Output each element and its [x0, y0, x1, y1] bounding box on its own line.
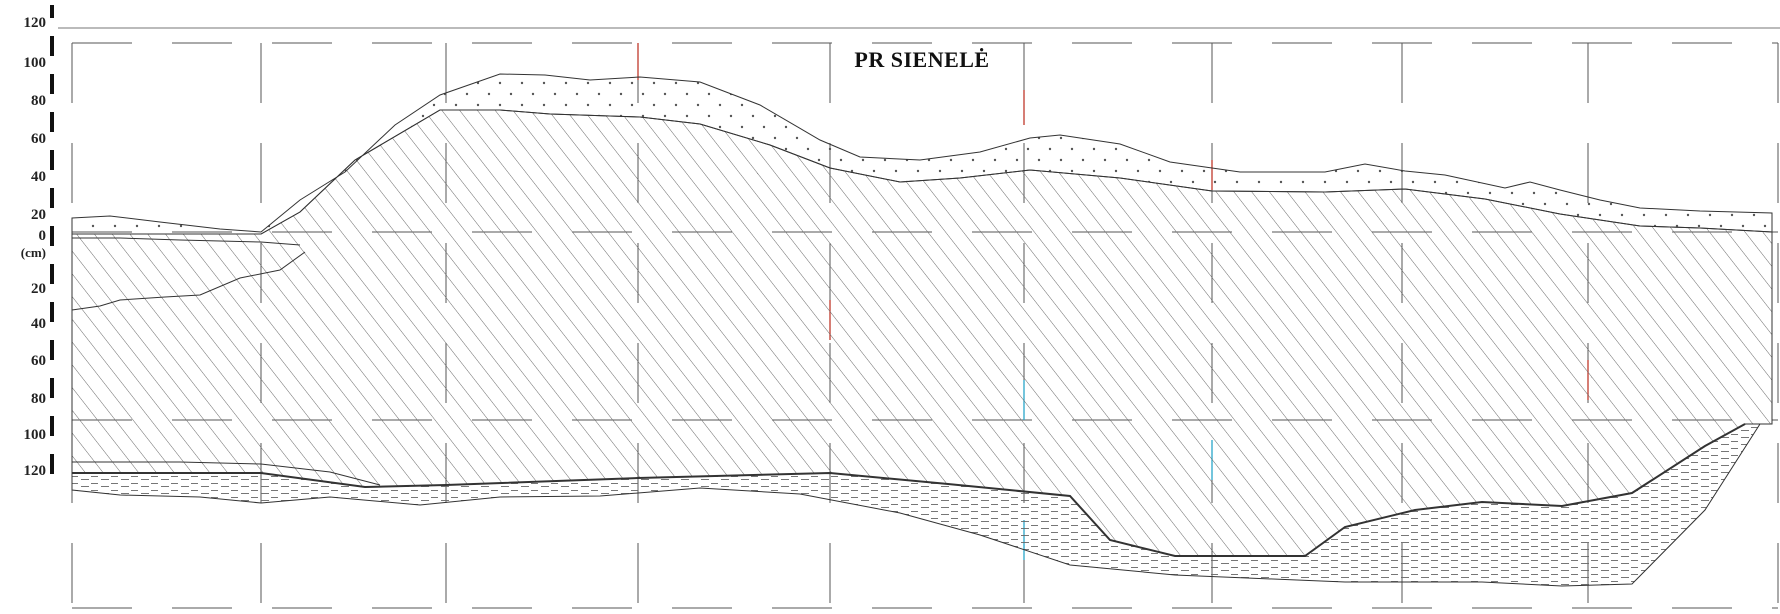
scale-label: 60 — [31, 353, 46, 369]
scale-label: 20 — [31, 281, 46, 297]
scale-label: 80 — [31, 93, 46, 109]
diagram-title: PR SIENELĖ — [854, 47, 989, 72]
scale-label: 80 — [31, 391, 46, 407]
scale-gap — [50, 170, 54, 188]
scale-gap — [50, 398, 54, 416]
depth-scale: 120 100 80 60 40 20 0(cm) 20 40 60 80 100 120 — [21, 5, 54, 492]
scale-label: 60 — [31, 131, 46, 147]
scale-gap — [50, 132, 54, 150]
scale-label: 20 — [31, 207, 46, 223]
scale-gap — [50, 436, 54, 454]
scale-label: 40 — [31, 169, 46, 185]
scale-gap — [50, 246, 54, 264]
scale-gap — [50, 474, 54, 492]
scale-label: 120 — [24, 463, 47, 479]
scale-gap — [50, 322, 54, 340]
scale-gap — [50, 360, 54, 378]
scale-gap — [50, 284, 54, 302]
scale-gap — [50, 56, 54, 74]
scale-gap — [50, 18, 54, 36]
scale-gap — [50, 94, 54, 112]
bold-base-line — [72, 423, 1746, 557]
scale-label: 100 — [24, 55, 47, 71]
scale-gap — [50, 208, 54, 226]
scale-label: 100 — [24, 427, 47, 443]
scale-label: 0 — [39, 228, 47, 244]
sub-layer-lines — [71, 237, 381, 486]
scale-label: (cm) — [21, 245, 46, 260]
scale-label: 40 — [31, 316, 46, 332]
scale-label: 120 — [24, 15, 47, 31]
top-soil-layer — [71, 73, 1773, 235]
